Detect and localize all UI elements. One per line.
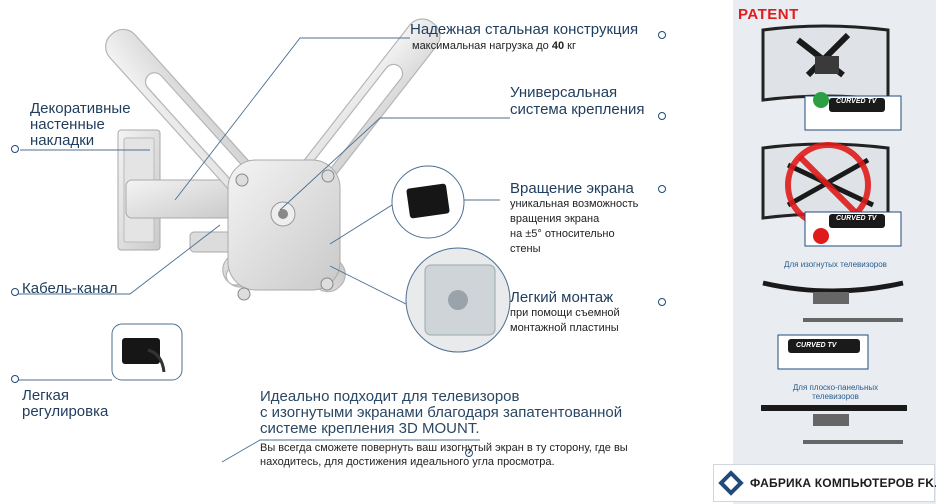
callout-dot — [658, 112, 666, 120]
flat-caption: Для плоско-панельных телевизоров — [792, 383, 879, 401]
logo-box — [713, 464, 935, 502]
callout-dot — [658, 185, 666, 193]
rotation-thumbnail — [391, 165, 465, 239]
feature-adjust-title: Легкая регулировка — [22, 387, 109, 420]
patent-label: PATENT — [738, 6, 799, 23]
center-plate — [227, 159, 341, 301]
install-zoom-thumbnail — [405, 247, 511, 353]
callout-dot — [11, 375, 19, 383]
curved-side-view-illustration — [762, 280, 904, 370]
feature-install-desc: при помощи съемной монтажной пластины — [510, 307, 620, 334]
feature-curved-desc: Вы всегда сможете повернуть ваш изогнуты… — [260, 442, 628, 468]
callout-dot — [658, 298, 666, 306]
flat-side-view-illustration — [761, 405, 907, 444]
flat-mount-cross-out-illustration — [761, 142, 902, 247]
feature-cable-title: Кабель-канал — [22, 280, 118, 297]
feature-steel-title: Надежная стальная конструкция — [410, 21, 639, 38]
curved-tv-badge: CURVED TV — [836, 215, 877, 222]
curved-tv-badge: CURVED TV — [796, 342, 837, 349]
curved-tv-badge: CURVED TV — [836, 98, 877, 105]
adjust-thumbnail — [111, 323, 183, 381]
feature-rotation-title: Вращение экрана — [510, 180, 634, 197]
callout-dot — [658, 31, 666, 39]
feature-install-title: Легкий монтаж — [510, 289, 614, 306]
feature-rotation-desc: уникальная возможность вращения экрана н… — [510, 198, 639, 255]
tv-wall-mount-illustration — [18, 18, 511, 463]
logo-text: ФАБРИКА КОМПЬЮТЕРОВ FK.BY — [750, 476, 936, 490]
feature-curved-title: Идеально подходит для телевизоров с изог… — [260, 388, 623, 437]
callout-dot — [11, 145, 19, 153]
callout-dot — [11, 288, 19, 296]
logo-diamond-icon — [718, 470, 744, 496]
feature-steel-sub: максимальная нагрузка до 40 кг — [412, 40, 576, 52]
patent-illustrations — [761, 24, 907, 444]
callout-dot — [465, 449, 473, 457]
feature-decor-title: Декоративные настенные накладки — [30, 100, 131, 149]
curved-caption: Для изогнутых телевизоров — [784, 260, 887, 269]
curved-tv-ok-illustration — [761, 24, 902, 131]
feature-universal-title: Универсальная система крепления — [510, 84, 645, 118]
